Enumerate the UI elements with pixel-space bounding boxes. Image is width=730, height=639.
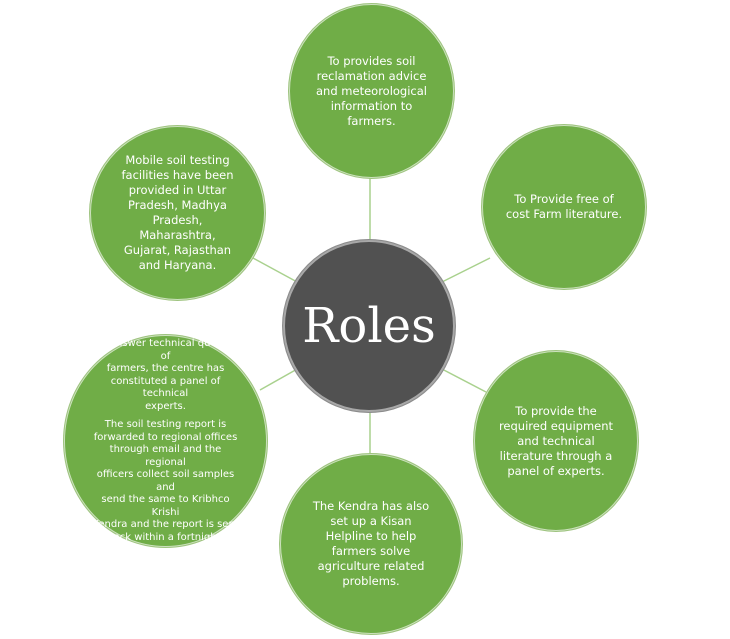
role-soil-reclamation-text: To provides soil reclamation advice and … <box>316 53 427 128</box>
connector-left-top <box>252 257 300 284</box>
connector-right-top <box>439 257 491 284</box>
connector-right-bottom <box>439 367 487 393</box>
roles-center-circle: Roles <box>283 240 455 412</box>
role-soil-testing-report-text: The soil testing report is forwarded to … <box>92 419 239 543</box>
role-kisan-helpline-text: The Kendra has also set up a Kisan Helpl… <box>312 499 430 588</box>
roles-title: Roles <box>302 298 436 354</box>
role-farm-literature-text: To Provide free of cost Farm literature. <box>505 192 623 221</box>
role-mobile-soil-testing-text: Mobile soil testing facilities have been… <box>121 153 234 272</box>
role-farm-literature: To Provide free of cost Farm literature. <box>482 125 646 289</box>
role-equipment-literature: To provide the required equipment and te… <box>474 351 638 531</box>
role-technical-queries-text: To answer technical queries of farmers, … <box>96 338 235 412</box>
role-kisan-helpline: The Kendra has also set up a Kisan Helpl… <box>280 454 462 634</box>
role-mobile-soil-testing: Mobile soil testing facilities have been… <box>90 126 265 300</box>
role-equipment-literature-text: To provide the required equipment and te… <box>498 403 614 478</box>
role-technical-queries: To answer technical queries of farmers, … <box>64 335 267 547</box>
connector-left-bottom <box>259 367 300 391</box>
role-soil-reclamation: To provides soil reclamation advice and … <box>289 4 454 178</box>
